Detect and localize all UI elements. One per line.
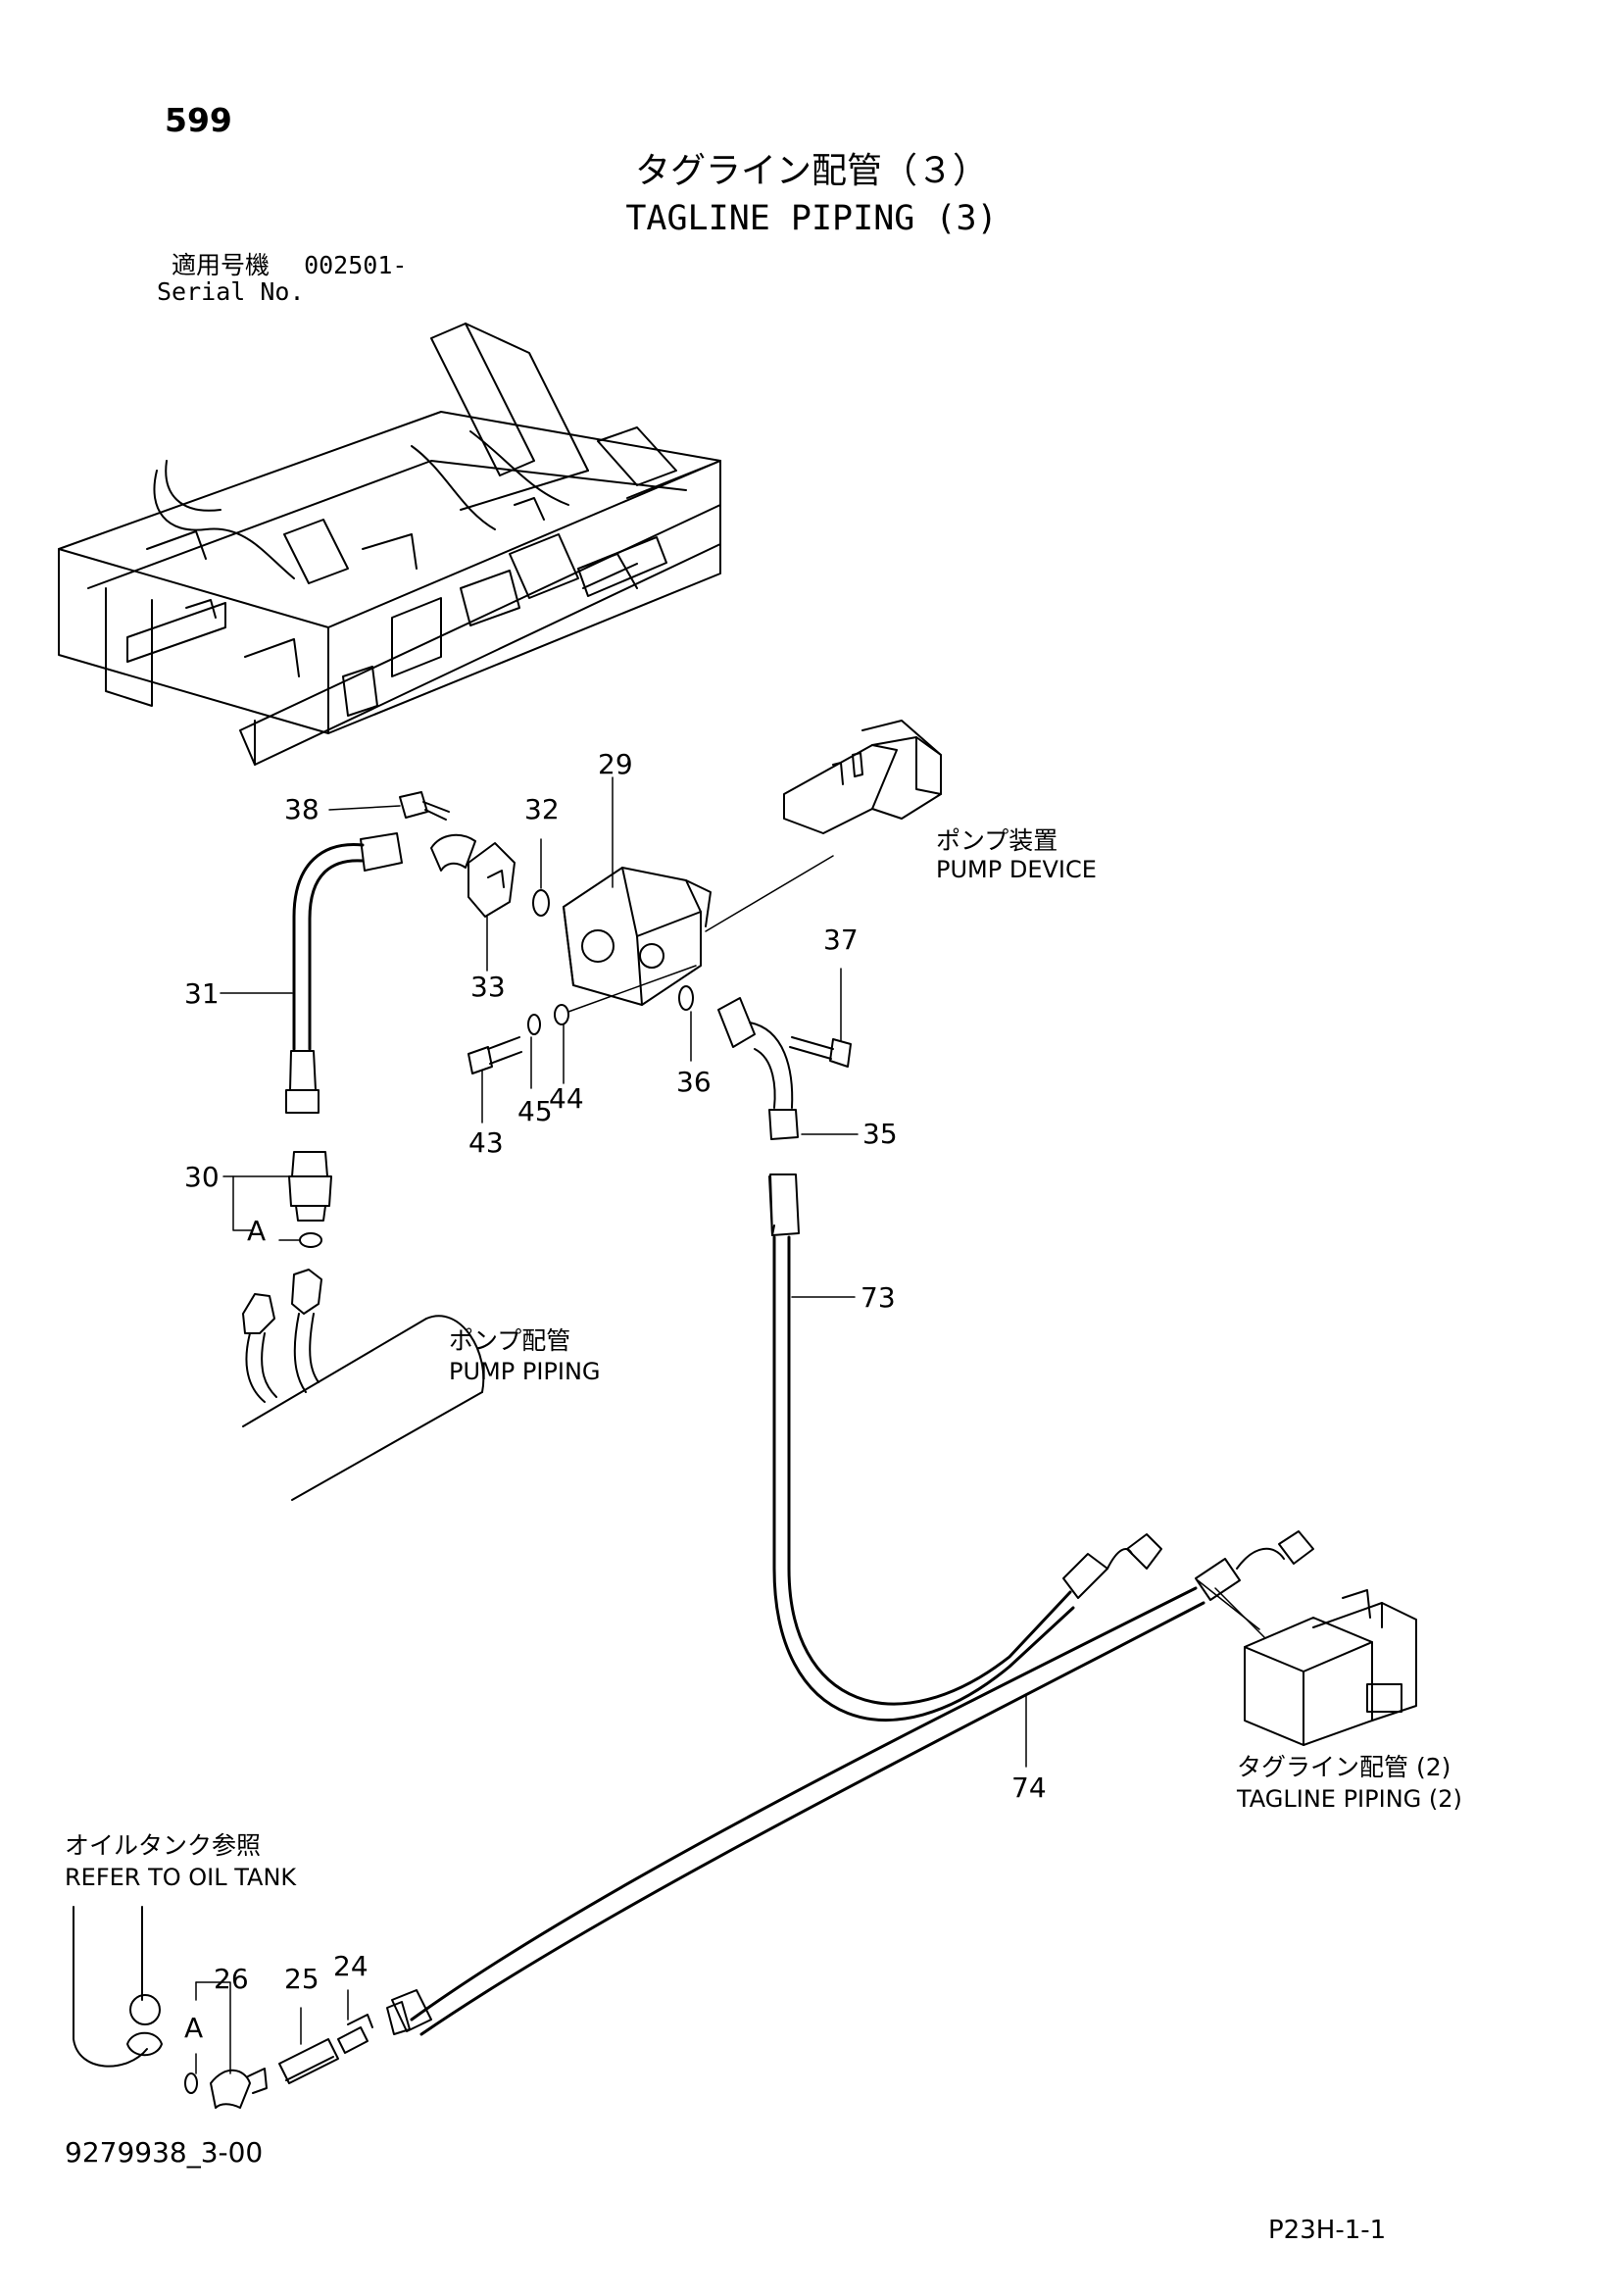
ref-tagline-piping2-jp: タグライン配管 (2) [1237,1753,1451,1781]
oil-tank-reference [73,1906,198,2094]
callout-37: 37 [823,923,859,956]
serial-label-en: Serial No. [157,277,305,306]
fitting-24 [337,2014,373,2054]
ref-tagline-piping2-en: TAGLINE PIPING (2) [1237,1785,1462,1813]
ref-oil-tank-jp: オイルタンク参照 [65,1831,262,1860]
callout-38: 38 [284,793,320,825]
flange-33 [467,842,516,918]
machine-frame-overview [58,323,721,766]
o-ring-36 [678,985,694,1011]
callout-26: 26 [214,1963,249,1995]
serial-line-jp: 適用号機 002501- [172,253,407,277]
page-code: P23H-1-1 [1268,2216,1387,2245]
connector-a-1: A [247,1215,267,1247]
ref-pump-piping-en: PUMP PIPING [449,1358,601,1385]
callout-35: 35 [862,1118,898,1150]
bolt-37 [789,1036,852,1068]
o-ring-32 [532,889,550,917]
callout-73: 73 [861,1281,896,1314]
pump-device-block [783,720,942,834]
ref-pump-device-en: PUMP DEVICE [936,856,1097,883]
hose-73 [768,1173,1162,1722]
ref-pump-device-jp: ポンプ装置 [936,826,1058,855]
elbow-flange-35 [717,997,799,1140]
tagline-valve-block [1214,1587,1417,1746]
callout-31: 31 [184,977,220,1010]
callout-36: 36 [676,1066,712,1098]
ref-oil-tank-en: REFER TO OIL TANK [65,1864,297,1891]
bolt-43-washers [467,965,697,1074]
callout-44: 44 [549,1082,584,1115]
gear-pump-29 [563,867,712,1006]
hose-74 [386,1530,1314,2036]
page-title-en: TAGLINE PIPING (3) [625,199,998,238]
ref-pump-piping-jp: ポンプ配管 [449,1326,571,1355]
hose-31 [285,832,403,1114]
elbow-26 [210,2068,268,2109]
callout-32: 32 [524,793,560,825]
leader-pump-device [705,855,834,932]
serial-value: 002501- [304,251,408,279]
serial-label-jp: 適用号機 [172,251,270,279]
callout-24: 24 [333,1950,369,1982]
adapter-25 [278,2038,339,2084]
callout-33: 33 [470,971,506,1003]
callout-74: 74 [1011,1772,1047,1804]
drawing-number: 9279938_3-00 [65,2136,264,2169]
pump-piping [242,1269,485,1501]
connector-a-2: A [184,2012,204,2044]
callout-25: 25 [284,1963,320,1995]
bolt-38 [399,791,450,821]
callout-30: 30 [184,1161,220,1193]
callout-leaders [195,776,1260,2074]
callout-43: 43 [468,1126,504,1159]
callout-29: 29 [598,748,633,780]
union-30 [288,1151,332,1248]
page-title-jp: タグライン配管（３） [634,151,988,191]
callout-45: 45 [517,1095,553,1127]
elbow-fitting [430,833,476,872]
page-number: 599 [165,101,232,139]
